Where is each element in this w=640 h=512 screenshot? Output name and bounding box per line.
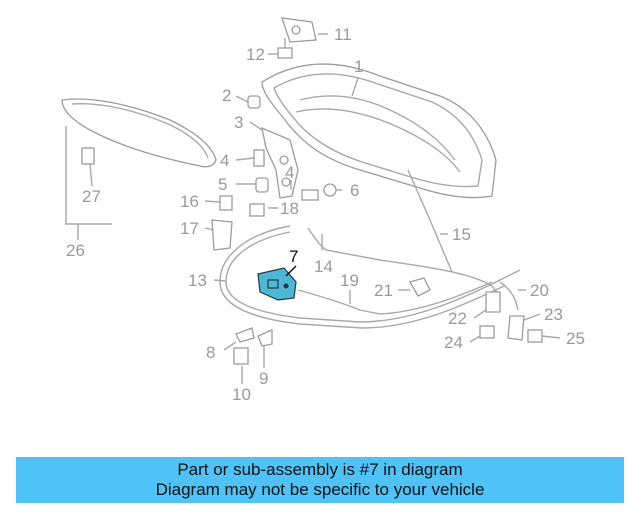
callout-9: 9 (259, 369, 268, 388)
clip-21 (409, 277, 431, 297)
lower-cable (297, 281, 493, 315)
callout-23: 23 (544, 305, 563, 324)
grommet-16 (219, 195, 233, 211)
callout-7-highlighted: 7 (289, 247, 298, 266)
caption-banner: Part or sub-assembly is #7 in diagram Di… (16, 457, 624, 503)
callout-4a: 4 (220, 151, 229, 170)
release-cable (219, 225, 521, 329)
nut-10 (233, 347, 249, 365)
hinge-bolt-11 (281, 17, 317, 43)
screw-9 (257, 329, 273, 347)
callout-8: 8 (206, 343, 215, 362)
bumper-2 (247, 95, 261, 109)
callout-20: 20 (530, 281, 549, 300)
clip-25 (527, 329, 543, 343)
callout-10: 10 (232, 385, 251, 404)
bracket-17 (211, 219, 233, 251)
callout-14: 14 (314, 257, 333, 276)
bolt-12 (277, 38, 293, 59)
callout-13: 13 (188, 271, 207, 290)
callout-17: 17 (180, 219, 199, 238)
callout-25: 25 (566, 329, 585, 348)
support-strut (407, 169, 453, 273)
callout-21: 21 (374, 281, 393, 300)
callout-15: 15 (452, 225, 471, 244)
callout-6: 6 (350, 181, 359, 200)
bolt-4a (253, 149, 265, 167)
hood-panel (261, 63, 497, 199)
callout-27: 27 (82, 187, 101, 206)
callout-2: 2 (222, 86, 231, 105)
callout-26: 26 (66, 241, 85, 260)
callout-3: 3 (234, 113, 243, 132)
banner-line-2: Diagram may not be specific to your vehi… (155, 480, 485, 499)
clip-18 (249, 203, 265, 217)
hood-hinge (261, 126, 299, 199)
insulator-pad (61, 98, 217, 168)
clip-27 (81, 147, 95, 165)
callout-22: 22 (448, 309, 467, 328)
banner-line-1: Part or sub-assembly is #7 in diagram (177, 460, 463, 479)
callout-16: 16 (180, 192, 199, 211)
callout-1: 1 (354, 57, 363, 76)
bolt-4b (301, 189, 319, 201)
bumper-5 (255, 177, 269, 193)
callout-5: 5 (218, 175, 227, 194)
callout-19: 19 (340, 271, 359, 290)
clip-6 (323, 183, 337, 197)
callout-24: 24 (444, 333, 463, 352)
parts-diagram: 1 2 3 4 4 5 6 7 8 9 10 11 12 13 14 15 16… (61, 17, 585, 404)
screw-8 (235, 327, 255, 343)
callout-12: 12 (246, 45, 265, 64)
release-handle-cable (499, 281, 519, 311)
bracket-23 (507, 315, 525, 341)
leader-lines (65, 33, 561, 384)
callout-11: 11 (334, 25, 352, 44)
callout-4b: 4 (285, 163, 294, 182)
callout-18: 18 (280, 199, 299, 218)
bracket-22 (485, 291, 501, 313)
bolt-24 (479, 325, 495, 339)
hood-cable (307, 227, 501, 297)
hood-latch-highlighted (257, 267, 297, 301)
